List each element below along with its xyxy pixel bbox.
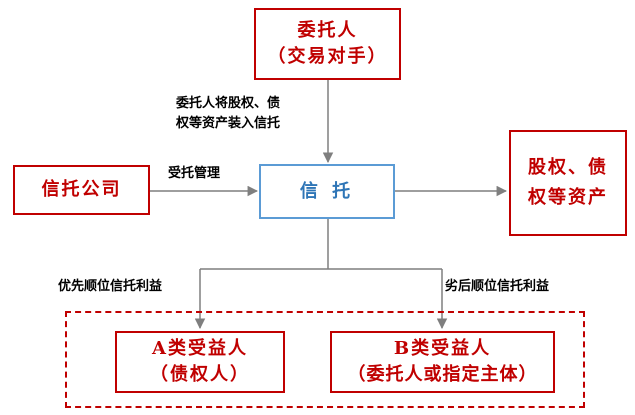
edge-label-trust-to-b: 劣后顺位信托利益	[445, 279, 550, 294]
trust-company-node: 信托公司	[13, 165, 150, 215]
trust-node: 信 托	[259, 164, 395, 219]
beneficiary-a-subtitle: （债权人）	[150, 364, 250, 385]
beneficiary-a-title: A类受益人	[152, 338, 248, 359]
beneficiaries-group	[65, 311, 585, 408]
assets-node: 股权、债 权等资产	[509, 130, 627, 236]
trustor-title: 委托人	[297, 20, 358, 41]
assets-line1: 股权、债	[528, 157, 608, 178]
edge-label-line1: 委托人将股权、债	[176, 96, 281, 111]
trustor-subtitle: （交易对手）	[267, 46, 388, 67]
edge-label-line2: 权等资产装入信托	[176, 116, 281, 131]
beneficiary-b-node: B类受益人 （委托人或指定主体）	[330, 331, 555, 393]
trust-company-title: 信托公司	[41, 179, 122, 200]
edge-label-trustor-to-trust: 委托人将股权、债 权等资产装入信托	[176, 94, 280, 134]
trust-title: 信 托	[299, 180, 355, 202]
beneficiary-b-subtitle: （委托人或指定主体）	[347, 364, 538, 385]
beneficiary-a-node: A类受益人 （债权人）	[115, 331, 285, 393]
trustor-node: 委托人 （交易对手）	[254, 8, 401, 80]
edge-label-trust-to-a: 优先顺位信托利益	[58, 279, 163, 294]
edge-label-company-to-trust: 受托管理	[168, 166, 221, 181]
beneficiary-b-title: B类受益人	[393, 338, 492, 359]
assets-line2: 权等资产	[528, 187, 608, 208]
